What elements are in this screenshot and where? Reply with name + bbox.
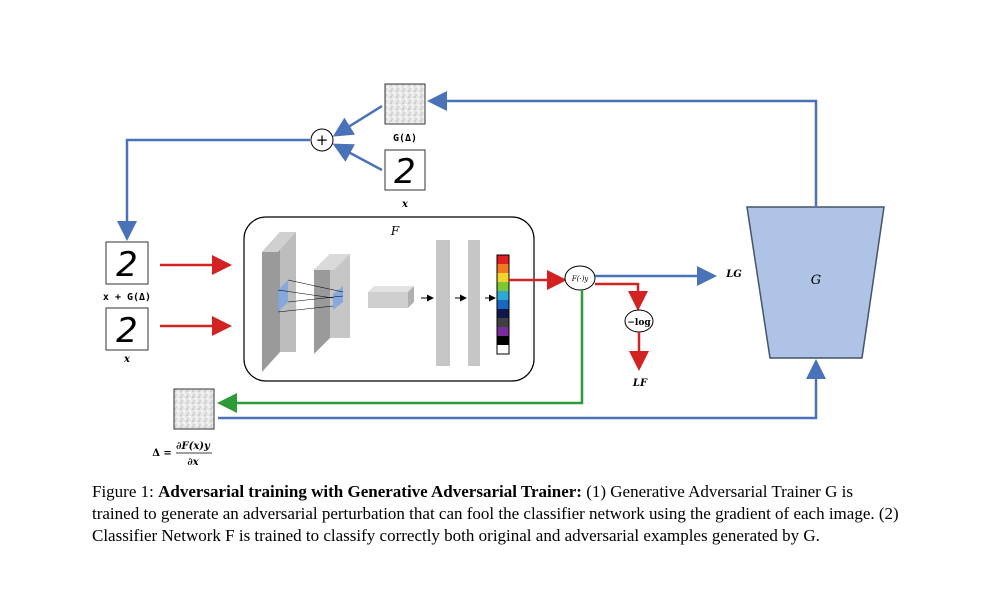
output-bar-cell — [497, 345, 509, 355]
softmax-output-bar — [497, 255, 509, 355]
receptive-field-2 — [333, 286, 343, 310]
conv-layer-2 — [314, 254, 350, 354]
output-bar-cell — [497, 282, 509, 292]
arrow-gradient-to-delta — [217, 290, 584, 413]
output-bar-cell — [497, 255, 509, 265]
fc-block — [368, 286, 414, 308]
output-bar-cell — [497, 336, 509, 346]
digit-adv: 2 — [116, 245, 138, 285]
dense-layer-1 — [436, 240, 450, 366]
x-image-bottom — [105, 307, 149, 351]
delta-image — [173, 388, 215, 430]
arrow-plus-to-adv — [117, 138, 310, 241]
output-bar-cell — [497, 300, 509, 310]
arrow-fy-to-neglog — [595, 282, 648, 311]
gat-diagram: G(Δ) 2 x + 2 x + G(Δ) 2 x F — [103, 83, 885, 468]
plus-symbol: + — [316, 131, 329, 149]
figure-caption: Figure 1: Adversarial training with Gene… — [92, 481, 902, 547]
receptive-field-1 — [278, 280, 288, 312]
arrow-delta-to-generator — [218, 359, 826, 420]
generator-label: G — [811, 273, 821, 288]
dense-layer-2 — [468, 240, 480, 366]
g-delta-label: G(Δ) — [393, 133, 417, 144]
output-bar-cell — [497, 291, 509, 301]
output-bar-cell — [497, 309, 509, 319]
output-bar-cell — [497, 327, 509, 337]
delta-denominator: ∂x — [187, 457, 199, 468]
arrow-gdelta-to-plus — [332, 104, 383, 137]
adv-image — [105, 241, 149, 285]
output-bar-cell — [497, 264, 509, 274]
arrow-generator-to-gdelta — [427, 91, 818, 206]
generator-network — [746, 206, 885, 359]
caption-body: (1) Generative Adversarial Trainer G is … — [92, 482, 899, 545]
plus-node — [310, 128, 334, 152]
adv-label: x + G(Δ) — [103, 292, 151, 303]
digit-bottom: 2 — [116, 311, 138, 351]
arrow-x-to-plus — [332, 143, 383, 172]
fy-label: F(·)y — [571, 275, 590, 283]
delta-numerator: ∂F(x)y — [176, 441, 211, 452]
neglog-label: −log — [627, 318, 651, 328]
caption-title: Adversarial training with Generative Adv… — [158, 482, 582, 501]
output-bar-cell — [497, 318, 509, 328]
output-bar-border — [496, 254, 510, 355]
caption-prefix: Figure 1: — [92, 482, 159, 501]
classifier-label: F — [390, 224, 400, 238]
projection-lines — [277, 279, 344, 313]
lg-label: LG — [725, 269, 742, 280]
digit-top: 2 — [394, 152, 416, 192]
output-bar-cell — [497, 273, 509, 283]
lf-label: LF — [632, 378, 648, 389]
fy-node — [564, 265, 596, 291]
x-image-top — [384, 149, 426, 191]
g-delta-image — [384, 83, 426, 125]
delta-lhs: Δ = — [152, 448, 172, 459]
x-label-top: x — [401, 199, 409, 210]
x-label-bottom: x — [123, 354, 131, 365]
